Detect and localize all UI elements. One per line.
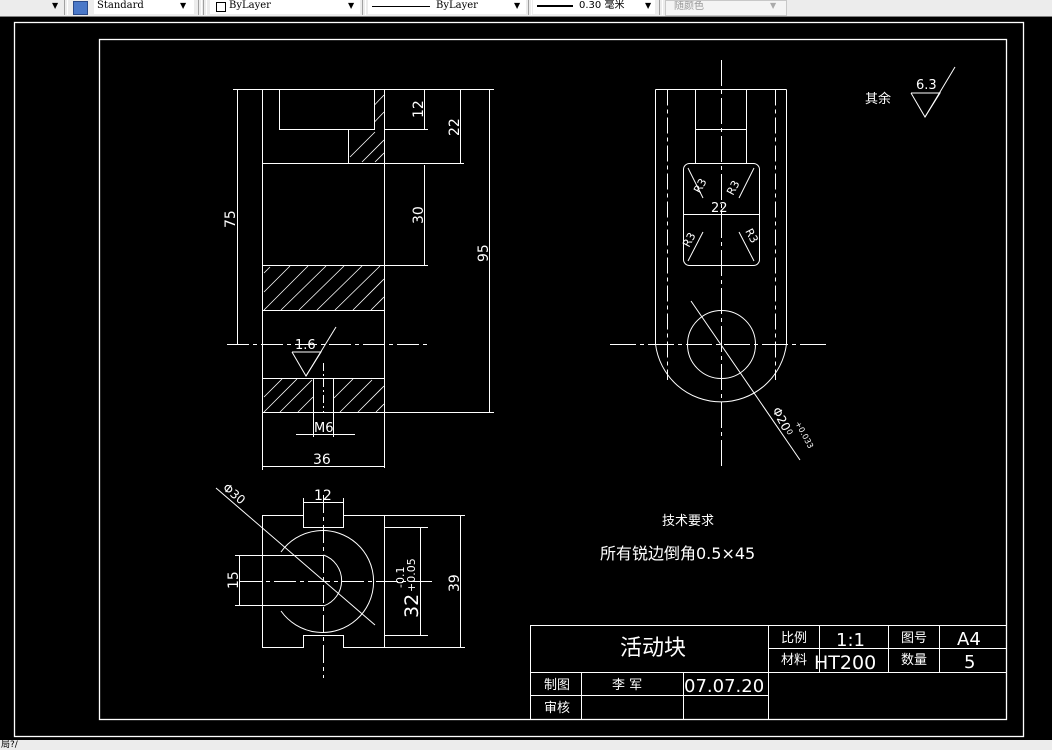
toolbar-separator: [64, 0, 68, 15]
radius-label: R3: [680, 230, 698, 249]
dim-75: 75: [223, 210, 239, 228]
text-style-select[interactable]: Standard: [94, 0, 194, 14]
tech-req-text: 所有锐边倒角0.5×45: [600, 544, 755, 563]
dim-95: 95: [476, 244, 492, 262]
drawn-by-label: 制图: [544, 678, 570, 693]
quantity-value: 5: [964, 652, 975, 673]
roughness-local: 1.6: [295, 338, 316, 353]
front-view: 1.6 75 12 22 30 95 36 M6: [223, 89, 494, 470]
material-value: HT200: [814, 652, 876, 674]
dim-phi20-tol: +0.033: [793, 420, 815, 450]
lineweight-preview-icon: [537, 5, 573, 7]
part-name: 活动块: [620, 636, 686, 661]
toolbar-separator: [203, 0, 207, 15]
color-select[interactable]: ByLayer: [210, 0, 360, 14]
drawn-date: 07.07.20: [684, 676, 764, 697]
radius-label: R3: [691, 176, 709, 195]
plot-style-select[interactable]: 随颜色: [665, 0, 787, 16]
status-bar: 局?/: [0, 740, 1052, 750]
dim-32: 32: [401, 594, 423, 618]
text-style-value: Standard: [97, 0, 144, 11]
dim-32-tol-upper: -0.1: [394, 567, 407, 588]
status-text: 局?/: [1, 740, 18, 750]
quantity-label: 数量: [901, 653, 927, 668]
drawn-by-name: 李 军: [612, 678, 642, 693]
dim-22: 22: [447, 118, 463, 136]
dim-12-bottom: 12: [314, 488, 332, 504]
dim-m6: M6: [314, 421, 334, 436]
chevron-down-icon[interactable]: ▼: [645, 1, 652, 10]
tech-req-title: 技术要求: [662, 514, 714, 529]
lineweight-value: 0.30 毫米: [579, 0, 625, 11]
drawing-canvas[interactable]: 1.6 75 12 22 30 95 36 M6: [0, 17, 1052, 740]
linetype-value: ByLayer: [436, 0, 478, 11]
dim-22-side: 22: [711, 201, 728, 216]
text-style-icon[interactable]: [73, 1, 88, 15]
toolbar-separator: [528, 0, 532, 15]
scale-value: 1:1: [836, 630, 865, 651]
drawing-no-label: 图号: [901, 631, 927, 646]
dim-39: 39: [447, 574, 463, 592]
material-label: 材料: [781, 653, 807, 668]
chevron-down-icon[interactable]: ▼: [514, 1, 521, 10]
linetype-preview-icon: [372, 6, 430, 7]
roughness-other-label: 其余: [865, 91, 891, 107]
dim-36: 36: [313, 452, 331, 468]
outer-frame: [13, 21, 1025, 738]
scale-label: 比例: [781, 631, 807, 646]
chevron-down-icon[interactable]: ▼: [180, 1, 187, 10]
top-view: Φ30 12 15 32 -0.1 +0.05 39: [215, 481, 465, 678]
lineweight-select[interactable]: 0.30 毫米: [533, 0, 655, 14]
dim-30: 30: [411, 206, 427, 224]
linetype-select[interactable]: ByLayer: [368, 0, 526, 14]
inner-frame: [98, 38, 1008, 721]
chevron-down-icon[interactable]: ▼: [52, 1, 59, 10]
side-view: 22 R3 R3 R3 R3 Φ20 +0.033 0: [610, 60, 830, 468]
toolbar-separator: [362, 0, 366, 15]
checked-by-label: 审核: [544, 701, 570, 716]
dim-phi20-tol-lower: 0: [784, 428, 794, 437]
radius-label: R3: [742, 226, 760, 245]
radius-label: R3: [724, 178, 742, 197]
drawing-no-value: A4: [957, 629, 981, 650]
dim-32-tol-lower: +0.05: [405, 558, 418, 592]
roughness-symbol: 其余 6.3: [865, 66, 956, 118]
chevron-down-icon: ▼: [770, 1, 777, 10]
toolbar-separator: [198, 0, 202, 15]
roughness-other-value: 6.3: [916, 78, 937, 93]
title-block: 活动块 比例 1:1 图号 A4 材料 HT200 数量 5 制图 李 军 07…: [530, 625, 1007, 720]
dim-12-top: 12: [411, 100, 427, 118]
chevron-down-icon[interactable]: ▼: [348, 1, 355, 10]
toolbar-separator: [659, 0, 663, 15]
color-value: ByLayer: [229, 0, 271, 11]
dim-15: 15: [226, 571, 242, 589]
plot-style-value: 随颜色: [674, 1, 704, 12]
color-swatch-icon: [216, 2, 226, 12]
properties-toolbar: ▼ Standard ▼ ByLayer ▼ ByLayer ▼ 0.30 毫米…: [0, 0, 1052, 17]
